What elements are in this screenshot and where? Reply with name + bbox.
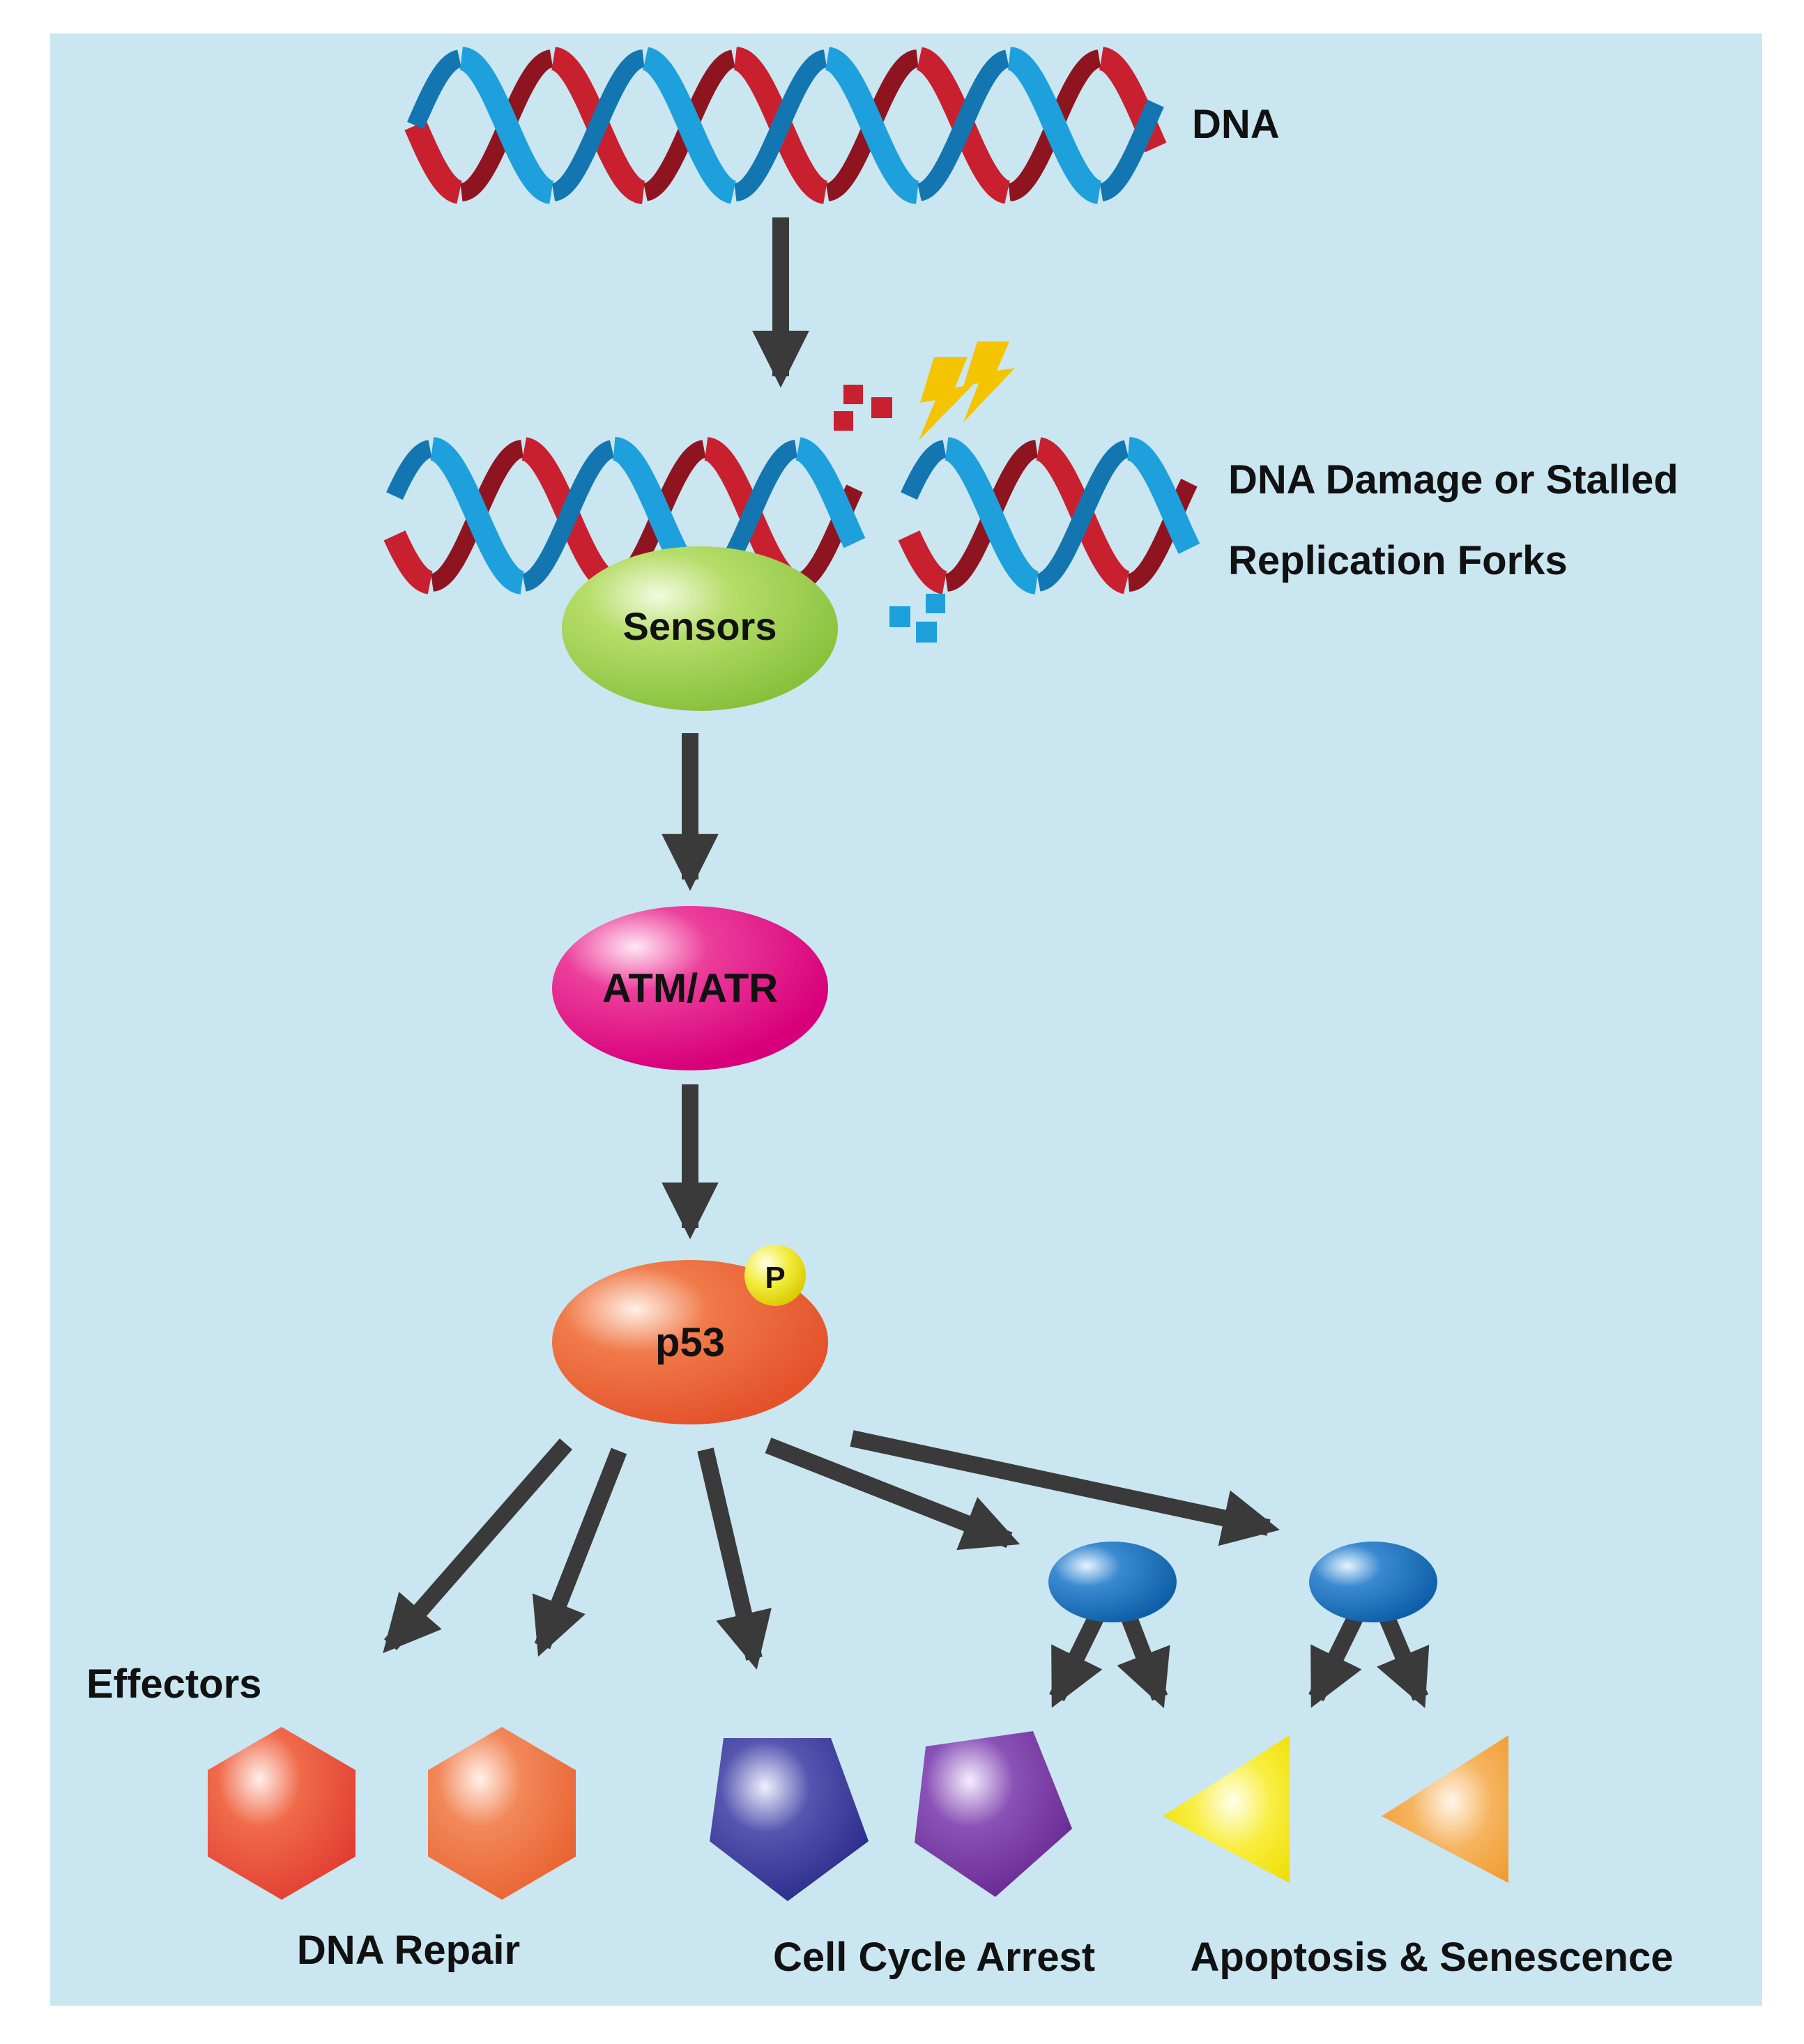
pathway-arrows — [383, 217, 1430, 1709]
sensors-node: Sensors — [562, 546, 838, 711]
effectors-label: Effectors — [86, 1661, 261, 1707]
dna-label: DNA — [1192, 102, 1280, 147]
arrow-mediator1-to-pentagon — [1049, 1614, 1103, 1708]
mediator-oval-2 — [1309, 1542, 1437, 1622]
damage-red-squares-icon — [834, 385, 892, 431]
blue-strand-back — [386, 440, 432, 500]
dna-helix — [404, 47, 1167, 204]
blue-strand-back — [407, 49, 461, 130]
blue-strand-front — [825, 47, 919, 204]
mediator-oval-1 — [1048, 1542, 1177, 1622]
cell-cycle-pentagon-1 — [710, 1738, 869, 1901]
blue-strand-front — [643, 47, 736, 204]
red-strand-front — [383, 530, 433, 594]
blue-strand-front — [460, 47, 553, 204]
arrow-p53-to-mediator-1 — [765, 1437, 1021, 1551]
atm-atr-node: ATM/ATR — [552, 906, 828, 1070]
blue-strand-back — [522, 440, 615, 592]
senescence-triangle-2 — [1382, 1735, 1508, 1883]
arrow-mediator2-to-triangle-2 — [1377, 1615, 1430, 1709]
apoptosis-senescence-label: Apoptosis & Senescence — [1191, 1935, 1674, 1980]
dna-repair-hexagon-2 — [428, 1727, 576, 1900]
apoptosis-triangle-1 — [1163, 1735, 1290, 1883]
blue-strand-back — [901, 440, 947, 500]
phosphate-label: P — [765, 1261, 785, 1295]
damaged-dna-helix-right — [898, 437, 1200, 594]
p53-label: p53 — [655, 1320, 725, 1365]
blue-strand-back — [551, 49, 645, 201]
phosphate-badge: P — [744, 1245, 806, 1306]
background-panel — [50, 33, 1762, 2006]
blue-strand-back — [1099, 99, 1164, 201]
sensors-label: Sensors — [623, 604, 777, 648]
damage-label-line2: Replication Forks — [1228, 538, 1568, 583]
blue-strand-front — [1127, 437, 1200, 554]
arrow-p53-to-cell-cycle — [697, 1447, 772, 1670]
damage-label-line1: DNA Damage or Stalled — [1228, 457, 1679, 502]
damage-blue-squares-icon — [889, 594, 945, 643]
blue-strand-back — [917, 49, 1009, 201]
blue-strand-back — [734, 49, 827, 201]
atm-atr-label: ATM/ATR — [602, 966, 778, 1011]
blue-strand-front — [1008, 47, 1101, 204]
arrow-p53-to-dna-repair-1 — [383, 1438, 573, 1654]
blue-strand-back — [1037, 440, 1129, 592]
blue-strand-front — [945, 437, 1039, 594]
red-strand-front — [404, 121, 462, 204]
dna-repair-label: DNA Repair — [297, 1928, 520, 1973]
dna-repair-hexagon-1 — [208, 1727, 356, 1900]
arrow-p53-to-dna-repair-2 — [532, 1447, 627, 1657]
arrow-p53-to-mediator-2 — [850, 1430, 1280, 1546]
blue-strand-front — [430, 437, 524, 594]
lightning-icon — [919, 341, 1015, 440]
blue-strand-front — [795, 437, 866, 548]
arrow-mediator1-to-triangle — [1117, 1615, 1170, 1709]
cell-cycle-pentagon-2 — [915, 1731, 1072, 1897]
red-strand-front — [898, 530, 947, 594]
arrow-mediator2-to-triangle — [1308, 1614, 1363, 1708]
cell-cycle-arrest-label: Cell Cycle Arrest — [773, 1935, 1095, 1980]
